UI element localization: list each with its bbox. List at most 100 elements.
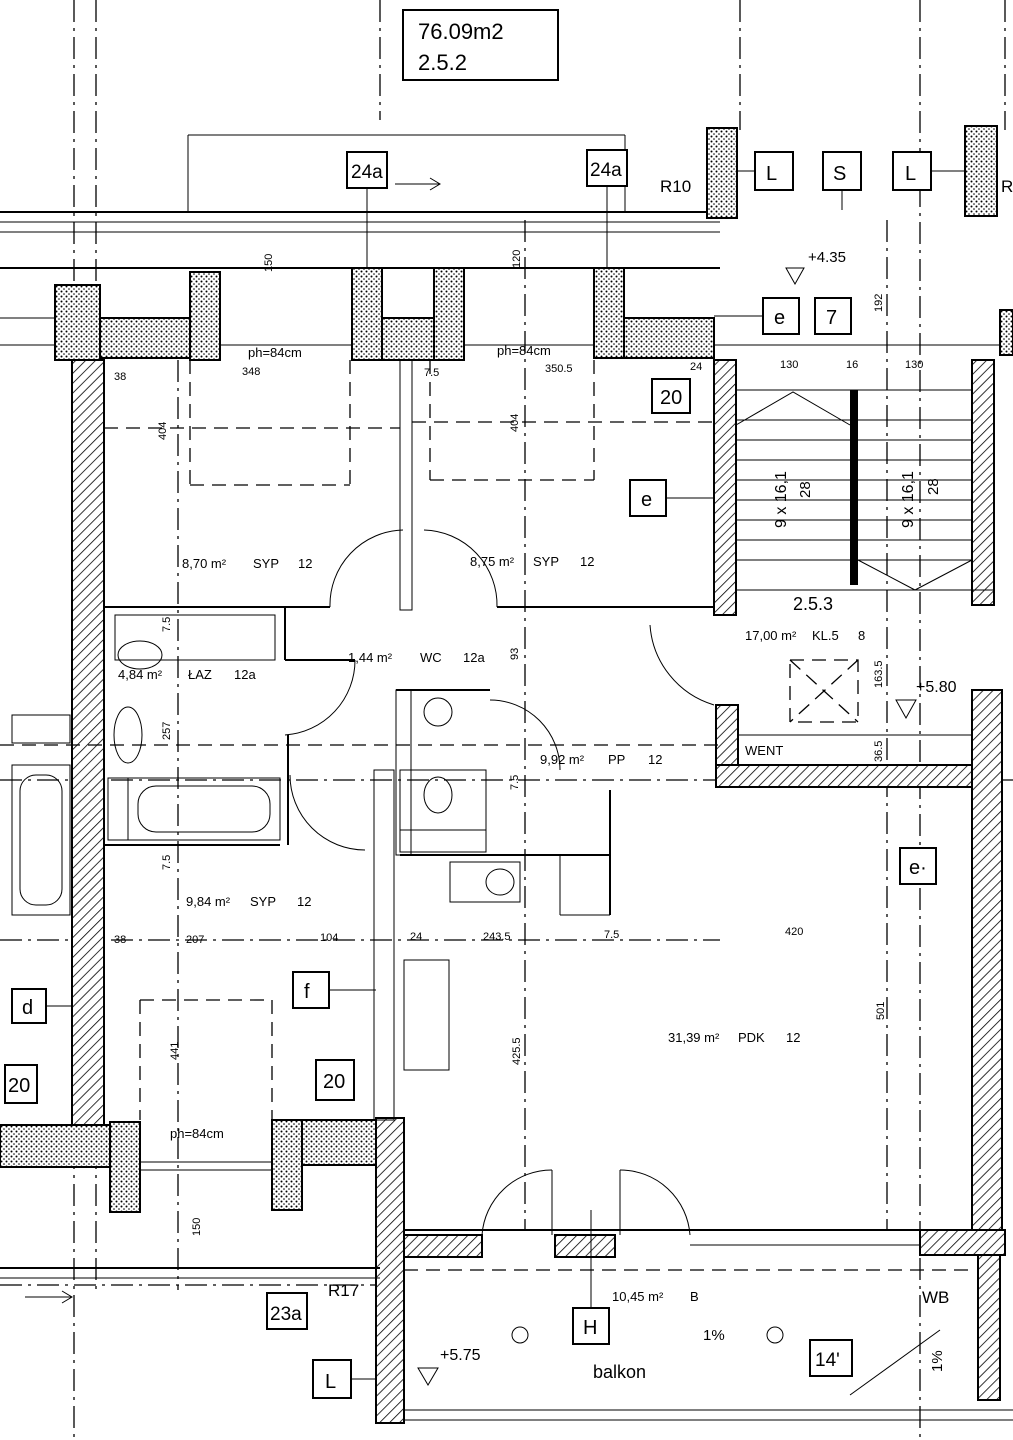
unit-area: 76.09m2 (418, 19, 504, 44)
direction-arrows (25, 177, 441, 1304)
dim-404-right: 404 (509, 414, 521, 432)
level-top: +4.35 (808, 249, 846, 266)
room-area-laz: 4,84 m² (118, 667, 163, 682)
stairs-tread-left: 28 (797, 481, 814, 498)
tag-20-bottom: 20 (323, 1071, 345, 1093)
level-bottom: +5.75 (440, 1347, 481, 1364)
unit-info-box (402, 9, 559, 81)
dim-501: 501 (875, 1002, 887, 1020)
tag-20-top: 20 (660, 387, 682, 409)
dashed-guides (0, 360, 970, 1271)
tag-24a-right: 24a (590, 160, 622, 181)
reference-tags: 24a 24a R10 R L S L e 7 20 e e· d f 20 2… (4, 149, 1013, 1399)
tag-r10: R10 (660, 177, 691, 196)
dim-36-5: 36.5 (873, 741, 885, 762)
dim-150-a: 150 (263, 254, 275, 272)
fixtures (11, 614, 941, 1396)
room-num-kl: 8 (858, 628, 865, 643)
sill-height-3: ph=84cm (170, 1126, 224, 1141)
staircase (735, 389, 994, 736)
dim-38-top: 38 (114, 371, 126, 383)
dim-404-left: 404 (157, 422, 169, 440)
room-num-laz: 12a (234, 667, 256, 682)
tag-24a-left: 24a (351, 162, 383, 183)
slope-label-2: 1% (929, 1350, 946, 1372)
dim-7-5-right: 7.5 (604, 929, 619, 941)
room-area-syp3: 9,84 m² (186, 894, 231, 909)
wb-label: WB (922, 1288, 949, 1307)
tag-r17: R17 (328, 1281, 359, 1300)
stairs-right-count: 9 x 16,1 (900, 471, 917, 528)
tag-seven: 7 (826, 307, 837, 329)
dim-425-5: 425.5 (511, 1037, 523, 1065)
tag-23a: 23a (270, 1304, 302, 1325)
dim-104: 104 (320, 932, 338, 944)
tag-d: d (22, 997, 33, 1019)
door-swings (284, 529, 715, 1236)
room-num-syp3: 12 (297, 894, 311, 909)
room-code-wc: WC (420, 650, 442, 665)
tag-20-left: 20 (8, 1075, 30, 1097)
misc-labels: ph=84cm ph=84cm ph=84cm 2.5.3 9 x 16,1 9… (170, 343, 949, 1382)
dim-7-5-left: 7.5 (161, 617, 173, 632)
tag-r-edge: R (1001, 177, 1013, 196)
room-num-pp: 12 (648, 752, 662, 767)
partitions (104, 359, 1013, 1421)
upper-wall (54, 267, 1013, 361)
slope-label-1: 1% (703, 1327, 725, 1344)
dim-243-5: 243.5 (483, 931, 511, 943)
lower-wall (0, 1119, 380, 1279)
room-num-wc: 12a (463, 650, 485, 665)
tag-fourteen: 14' (815, 1350, 840, 1371)
level-markers: +4.35 +5.80 +5.75 (417, 249, 957, 1386)
dim-192: 192 (873, 294, 885, 312)
sill-height-2: ph=84cm (497, 343, 551, 358)
chimney-right (964, 125, 998, 217)
room-area-pdk: 31,39 m² (668, 1030, 720, 1045)
dim-7-5-mid: 7.5 (161, 855, 173, 870)
dim-24-bottom: 24 (410, 931, 422, 943)
dim-93: 93 (509, 648, 521, 660)
room-code-pp: PP (608, 752, 625, 767)
tag-e-right: e· (909, 857, 927, 879)
dim-207: 207 (186, 934, 204, 946)
dim-350-5: 350.5 (545, 363, 573, 375)
tag-e-top: e (774, 307, 785, 329)
room-code-laz: ŁAZ (188, 667, 212, 682)
room-area-b: 10,45 m² (612, 1289, 664, 1304)
dim-16: 16 (846, 359, 858, 371)
dimensions: 348 350.5 38 7.5 24 130 16 130 192 404 4… (114, 250, 923, 1236)
room-code-syp1: SYP (253, 556, 279, 571)
balcony-label: balkon (593, 1362, 646, 1382)
room-code-syp3: SYP (250, 894, 276, 909)
dim-163-5: 163.5 (873, 660, 885, 688)
room-code-kl: KL.5 (812, 628, 839, 643)
dim-150-b: 150 (191, 1218, 203, 1236)
dim-130-right: 130 (905, 359, 923, 371)
room-num-syp1: 12 (298, 556, 312, 571)
dim-120: 120 (511, 250, 523, 268)
room-area-syp2: 8,75 m² (470, 554, 515, 569)
room-area-wc: 1,44 m² (348, 650, 393, 665)
dim-441: 441 (169, 1042, 181, 1060)
level-right: +5.80 (916, 679, 957, 696)
tag-e-mid: e (641, 489, 652, 511)
tag-l-bottom: L (325, 1371, 336, 1393)
tag-h: H (583, 1317, 597, 1339)
tag-l-top2: L (905, 163, 916, 185)
room-labels: 8,70 m² SYP 12 8,75 m² SYP 12 4,84 m² ŁA… (118, 554, 865, 1304)
leader-lines (46, 170, 965, 1380)
dim-348: 348 (242, 366, 260, 378)
chimney-left (706, 127, 738, 219)
room-area-kl: 17,00 m² (745, 628, 797, 643)
dim-257: 257 (161, 722, 173, 740)
dim-24-top: 24 (690, 361, 702, 373)
stair-id: 2.5.3 (793, 594, 833, 614)
dim-130-left: 130 (780, 359, 798, 371)
sill-height-1: ph=84cm (248, 345, 302, 360)
stairs-tread-right: 28 (925, 478, 942, 495)
room-code-syp2: SYP (533, 554, 559, 569)
dim-38-bottom: 38 (114, 934, 126, 946)
